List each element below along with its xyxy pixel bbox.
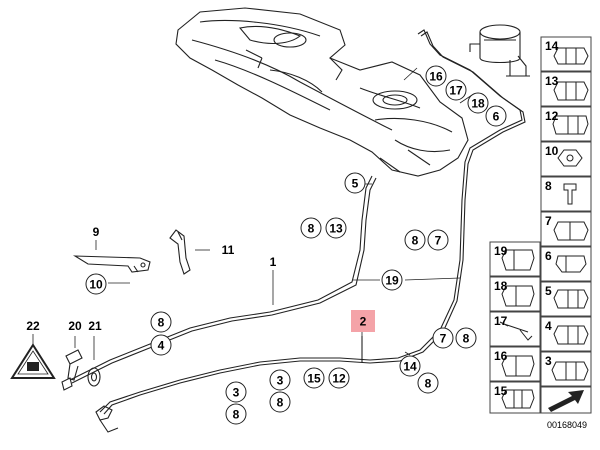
callout-15: 15: [303, 367, 325, 389]
svg-text:18: 18: [494, 279, 508, 293]
svg-text:2: 2: [360, 315, 367, 329]
fitting-20-21-drawing: [61, 349, 101, 391]
svg-text:8: 8: [425, 377, 432, 391]
svg-text:14: 14: [403, 360, 417, 374]
arrow-icon: [548, 390, 584, 412]
svg-text:8: 8: [463, 332, 470, 346]
svg-text:5: 5: [545, 284, 552, 298]
callout-14: 14: [399, 355, 421, 377]
svg-text:7: 7: [440, 332, 447, 346]
label-1: 1: [270, 255, 277, 269]
callout-13: 13: [325, 217, 347, 239]
label-11: 11: [222, 243, 235, 257]
svg-text:8: 8: [233, 408, 240, 422]
svg-text:15: 15: [307, 372, 321, 386]
label-20: 20: [68, 319, 82, 333]
svg-text:8: 8: [545, 179, 552, 193]
svg-text:7: 7: [545, 214, 552, 228]
svg-text:8: 8: [308, 222, 315, 236]
label-9: 9: [93, 225, 100, 239]
callout-8-e: 8: [225, 403, 247, 425]
carbon-canister-drawing: [469, 24, 530, 77]
svg-text:19: 19: [385, 274, 399, 288]
svg-text:4: 4: [158, 339, 165, 353]
label-21: 21: [88, 319, 102, 333]
svg-text:15: 15: [494, 384, 508, 398]
svg-text:12: 12: [545, 109, 559, 123]
svg-text:10: 10: [89, 278, 103, 292]
panel-labels: 14 13 12 10 8 7 6 5 4 3 19 18 17 16 15: [494, 39, 559, 398]
svg-text:17: 17: [449, 84, 463, 98]
svg-text:5: 5: [352, 177, 359, 191]
svg-text:14: 14: [545, 39, 559, 53]
svg-text:3: 3: [233, 386, 240, 400]
svg-text:10: 10: [545, 144, 559, 158]
svg-text:13: 13: [545, 74, 559, 88]
document-number: 00168049: [547, 420, 587, 430]
callout-19: 19: [381, 269, 403, 291]
callout-3-a: 3: [225, 381, 247, 403]
svg-text:7: 7: [435, 234, 442, 248]
callout-10: 10: [85, 273, 107, 295]
label-22: 22: [26, 319, 40, 333]
svg-text:17: 17: [494, 314, 508, 328]
callout-16: 16: [425, 65, 447, 87]
clip-11-drawing: [169, 229, 191, 275]
callout-3-b: 3: [269, 369, 291, 391]
fuel-tank-drawing: [175, 7, 469, 177]
svg-text:18: 18: [471, 97, 485, 111]
plain-labels: 9 11 1 22 20 21: [26, 225, 276, 333]
callout-18: 18: [467, 92, 489, 114]
panel-left-column: [489, 241, 541, 414]
callout-8-g: 8: [417, 372, 439, 394]
svg-text:13: 13: [329, 222, 343, 236]
callout-17: 17: [445, 79, 467, 101]
callout-7-a: 7: [427, 229, 449, 251]
callout-6-top: 6: [485, 105, 507, 127]
callout-12: 12: [328, 367, 350, 389]
leader-lines: [32, 67, 473, 360]
svg-text:6: 6: [493, 110, 500, 124]
svg-text:4: 4: [545, 319, 552, 333]
warning-triangle-icon: [10, 343, 56, 379]
svg-text:3: 3: [545, 354, 552, 368]
fuel-lines: [69, 29, 526, 433]
bracket-9-drawing: [72, 255, 151, 273]
callout-8-c: 8: [455, 327, 477, 349]
svg-text:16: 16: [429, 70, 443, 84]
callout-4: 4: [150, 334, 172, 356]
svg-text:8: 8: [158, 316, 165, 330]
svg-text:8: 8: [412, 234, 419, 248]
callout-8-a: 8: [300, 217, 322, 239]
callout-5: 5: [344, 172, 366, 194]
svg-text:19: 19: [494, 244, 508, 258]
svg-text:12: 12: [332, 372, 346, 386]
callout-7-b: 7: [432, 327, 454, 349]
callout-8-d: 8: [150, 311, 172, 333]
callout-8-f: 8: [269, 391, 291, 413]
highlighted-label-2: 2: [351, 310, 375, 332]
svg-text:6: 6: [545, 249, 552, 263]
callout-circles: 16 17 18 6 5 8 13 8 7 19 7 8 10 8 4 3 8 …: [85, 65, 507, 425]
svg-text:8: 8: [277, 396, 284, 410]
parts-panel: 14 13 12 10 8 7 6 5 4 3 19 18 17 16 15: [489, 36, 592, 414]
svg-text:16: 16: [494, 349, 508, 363]
panel-part-drawings: [499, 47, 589, 409]
svg-text:3: 3: [277, 374, 284, 388]
callout-8-b: 8: [404, 229, 426, 251]
